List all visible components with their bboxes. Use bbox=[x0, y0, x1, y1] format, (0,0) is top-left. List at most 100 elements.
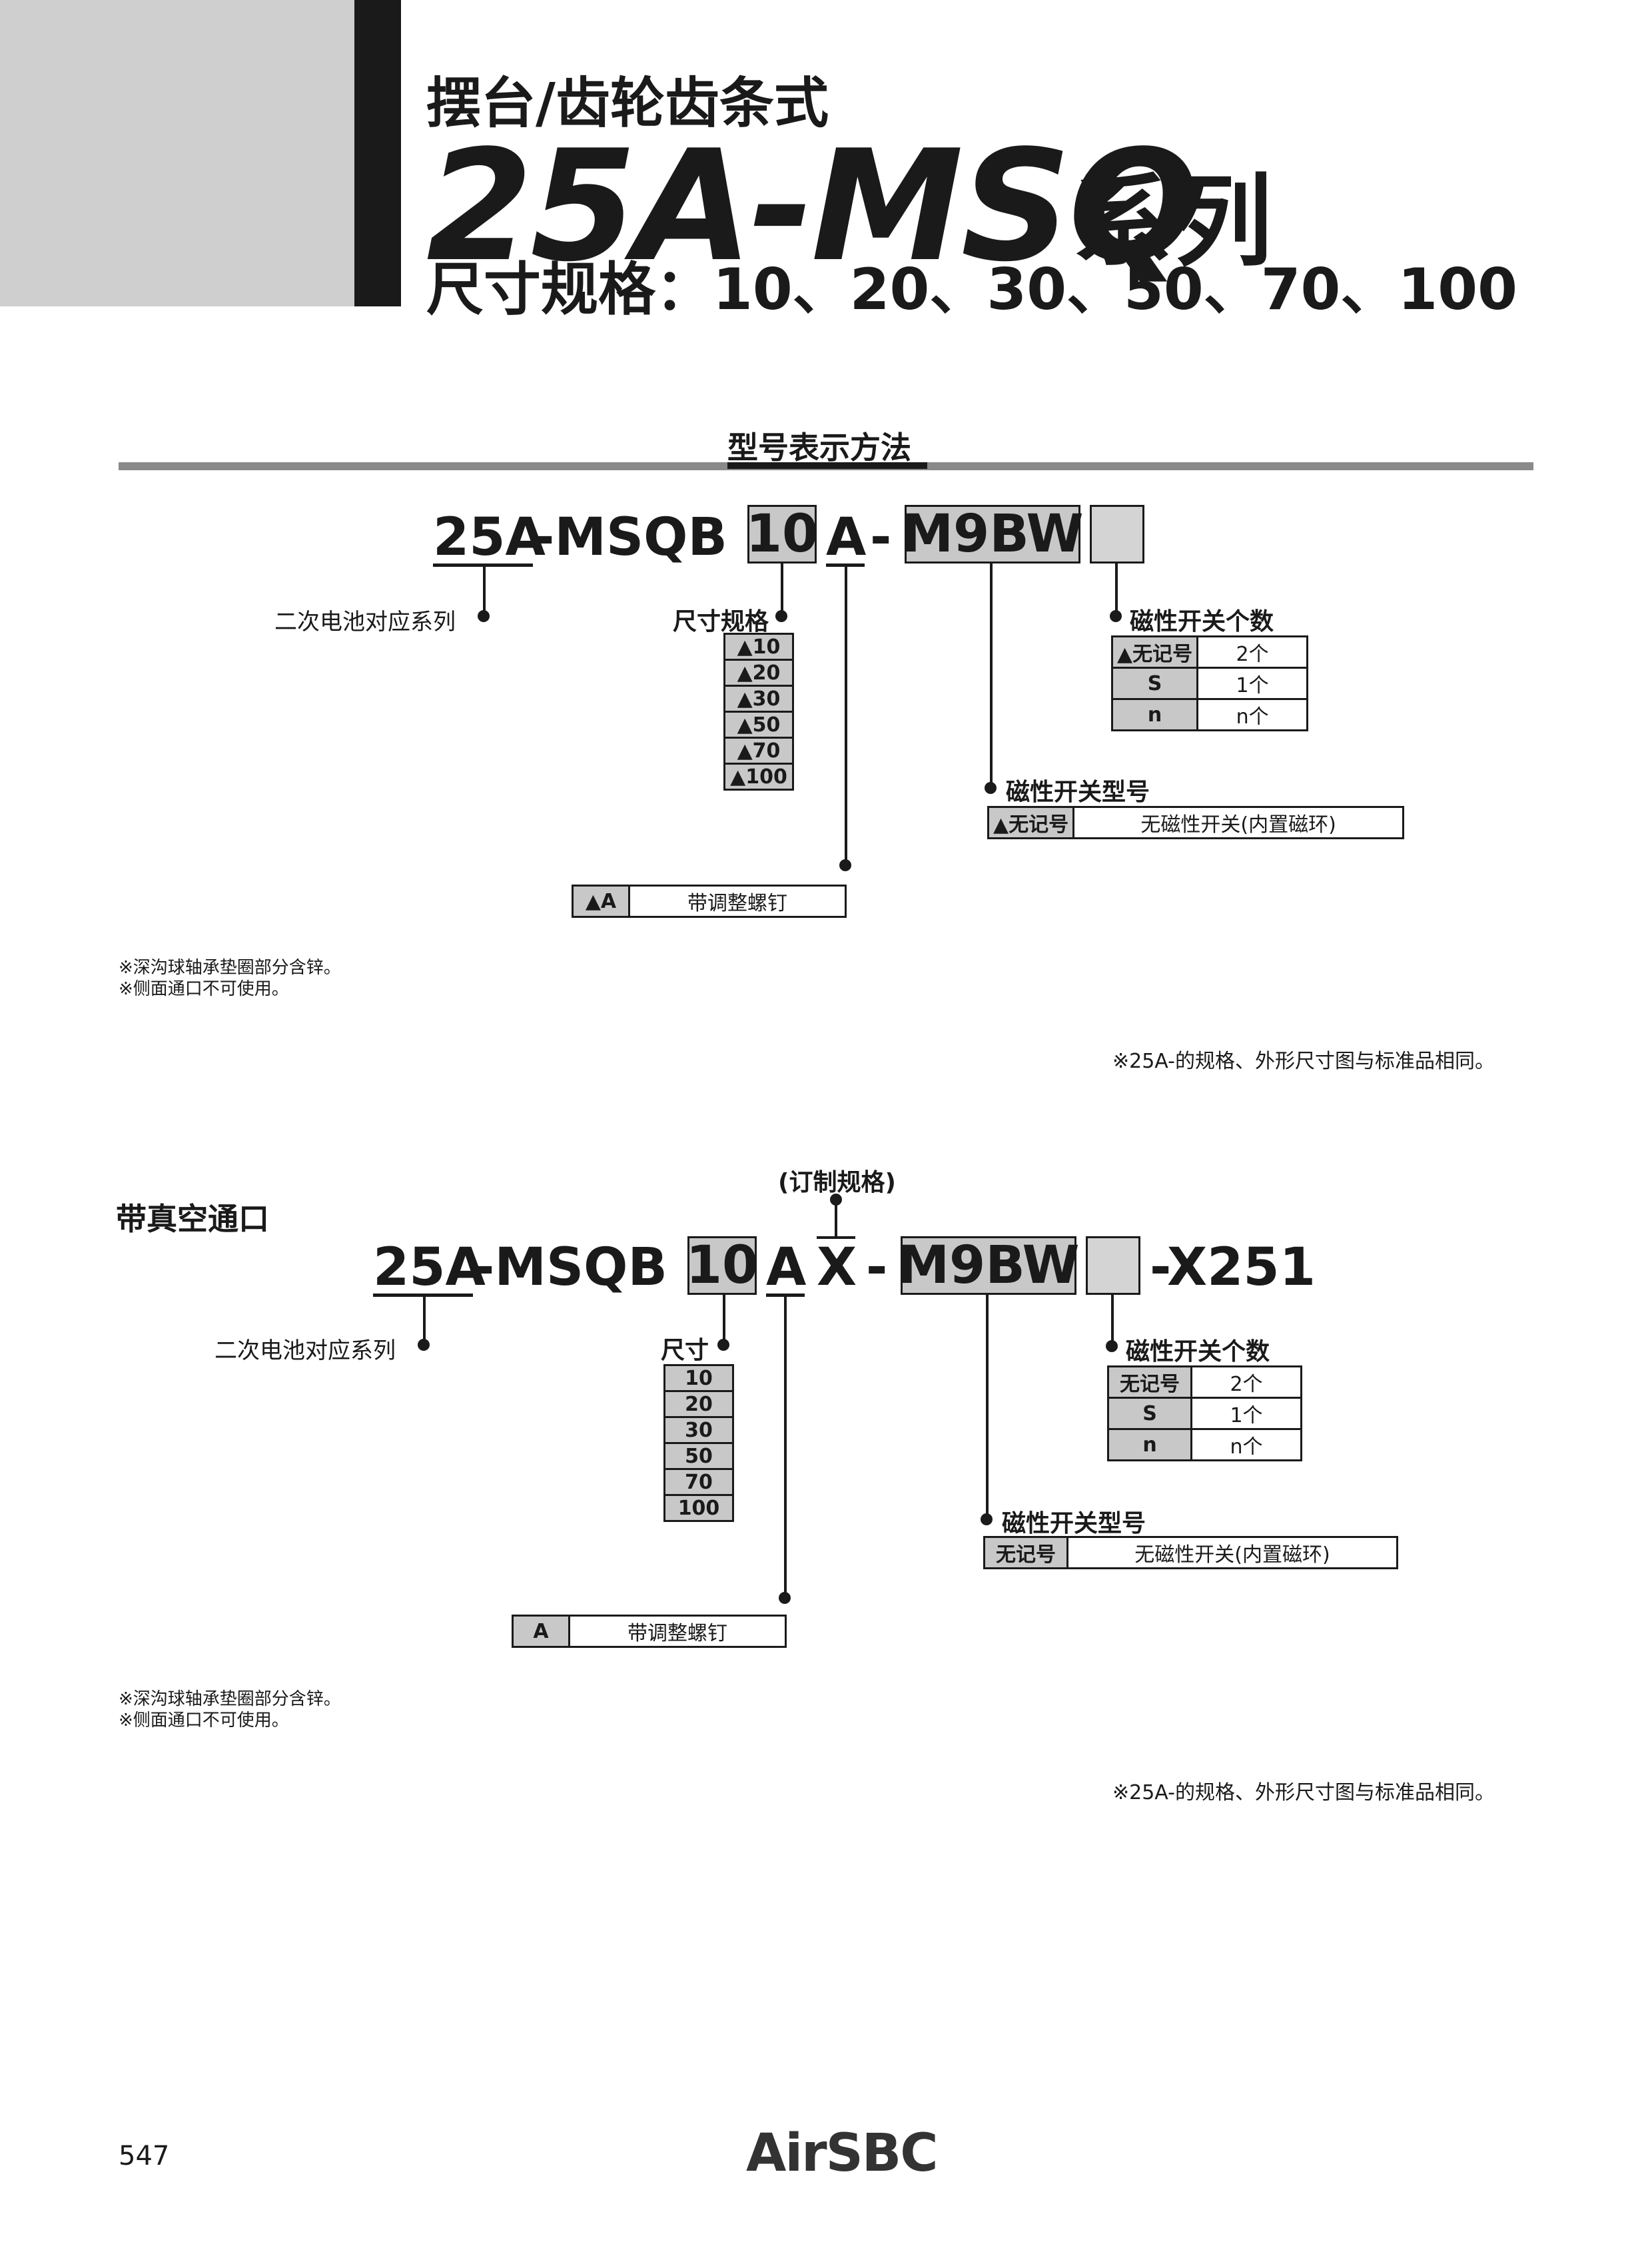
count-box bbox=[1086, 1236, 1140, 1295]
size-dot bbox=[775, 610, 787, 622]
count-label: 磁性开关个数 bbox=[1130, 608, 1274, 635]
count-value: n个 bbox=[1190, 1428, 1302, 1461]
size-label: 尺寸 bbox=[661, 1337, 709, 1364]
size-option: ▲30 bbox=[723, 685, 794, 713]
size-option: 50 bbox=[663, 1442, 734, 1470]
count-key: ▲无记号 bbox=[1110, 635, 1199, 669]
note-side-port: ※侧面通口不可使用。 bbox=[119, 1710, 289, 1730]
header-subtitle: 摆台/齿轮齿条式 bbox=[426, 72, 829, 135]
a-option-key: A bbox=[512, 1615, 570, 1648]
count-key: S bbox=[1107, 1397, 1192, 1430]
a-dot bbox=[839, 859, 851, 871]
count-value: 1个 bbox=[1196, 667, 1309, 700]
code-a: A bbox=[826, 508, 867, 567]
code-a: A bbox=[766, 1238, 807, 1298]
a-line bbox=[784, 1295, 787, 1596]
code-prefix: 25A bbox=[433, 508, 546, 567]
brand-logo: AirSBC bbox=[746, 2123, 938, 2183]
switch-box: M9BW bbox=[897, 1236, 1080, 1296]
series-line bbox=[483, 565, 486, 617]
series-dot bbox=[478, 610, 490, 622]
size-label: 尺寸规格 bbox=[673, 608, 769, 635]
size-option: ▲100 bbox=[723, 763, 794, 791]
page-number: 547 bbox=[119, 2141, 170, 2171]
a-dot bbox=[779, 1592, 791, 1604]
a-option-key: ▲A bbox=[572, 885, 630, 918]
size-option: ▲70 bbox=[723, 737, 794, 765]
count-value: 2个 bbox=[1196, 635, 1309, 669]
count-line bbox=[1115, 563, 1118, 617]
note-side-port: ※侧面通口不可使用。 bbox=[119, 979, 289, 999]
count-line bbox=[1111, 1295, 1114, 1347]
switch-type-value: 无磁性开关(内置磁环) bbox=[1066, 1536, 1398, 1569]
code-body: -MSQB bbox=[533, 508, 727, 567]
count-dot bbox=[1110, 610, 1122, 622]
custom-spec-label: (订制规格) bbox=[778, 1169, 896, 1196]
note-zinc: ※深沟球轴承垫圈部分含锌。 bbox=[119, 958, 341, 978]
right-note: ※25A-的规格、外形尺寸图与标准品相同。 bbox=[1112, 1781, 1495, 1804]
switch-dot bbox=[985, 782, 997, 794]
a-options-table: ▲A 带调整螺钉 bbox=[572, 885, 847, 918]
size-option: ▲50 bbox=[723, 711, 794, 739]
series-dot bbox=[418, 1339, 430, 1351]
a-option-value: 带调整螺钉 bbox=[568, 1615, 787, 1648]
switch-type-key: ▲无记号 bbox=[987, 806, 1075, 839]
switch-type-label: 磁性开关型号 bbox=[1002, 1510, 1146, 1537]
code-x: X bbox=[817, 1238, 857, 1298]
switch-type-table: ▲无记号 无磁性开关(内置磁环) bbox=[987, 806, 1405, 839]
header-black-bar bbox=[354, 0, 401, 306]
size-box: 10 bbox=[685, 1236, 759, 1296]
switch-type-label: 磁性开关型号 bbox=[1006, 779, 1150, 806]
series-label: 二次电池对应系列 bbox=[214, 1337, 396, 1364]
header-gray-block bbox=[0, 0, 354, 306]
count-key: n bbox=[1110, 698, 1199, 731]
size-box: 10 bbox=[745, 504, 819, 564]
code-dash: - bbox=[866, 1238, 888, 1298]
a-options-table: A 带调整螺钉 bbox=[512, 1615, 787, 1648]
code-suffix: -X251 bbox=[1150, 1238, 1316, 1298]
count-key: 无记号 bbox=[1107, 1365, 1192, 1399]
header-series: 系列 bbox=[1072, 165, 1273, 280]
section-title: 型号表示方法 bbox=[727, 430, 911, 466]
size-option: 20 bbox=[663, 1390, 734, 1418]
size-options-table: 10 20 30 50 70 100 bbox=[663, 1364, 734, 1522]
size-line bbox=[781, 563, 783, 617]
count-value: n个 bbox=[1196, 698, 1309, 731]
section2-title: 带真空通口 bbox=[116, 1201, 269, 1237]
switch-box: M9BW bbox=[901, 504, 1084, 564]
switch-line bbox=[990, 563, 993, 787]
header-sizes: 尺寸规格：10、20、30、50、70、100 bbox=[426, 256, 1517, 323]
size-option: ▲20 bbox=[723, 659, 794, 687]
note-zinc: ※深沟球轴承垫圈部分含锌。 bbox=[119, 1689, 341, 1709]
switch-type-key: 无记号 bbox=[983, 1536, 1068, 1569]
switch-line bbox=[986, 1295, 989, 1519]
custom-line bbox=[835, 1199, 837, 1238]
right-note: ※25A-的规格、外形尺寸图与标准品相同。 bbox=[1112, 1050, 1495, 1073]
count-value: 1个 bbox=[1190, 1397, 1302, 1430]
size-option: 10 bbox=[663, 1364, 734, 1392]
switch-dot bbox=[981, 1513, 993, 1525]
code-dash: - bbox=[870, 508, 892, 567]
a-line bbox=[845, 565, 847, 862]
code-prefix: 25A bbox=[373, 1238, 486, 1298]
count-label: 磁性开关个数 bbox=[1126, 1338, 1270, 1365]
code-body: -MSQB bbox=[473, 1238, 667, 1298]
section-title-underline bbox=[727, 462, 927, 469]
switch-type-value: 无磁性开关(内置磁环) bbox=[1072, 806, 1405, 839]
series-line bbox=[423, 1295, 426, 1345]
count-dot bbox=[1106, 1340, 1118, 1352]
size-dot bbox=[717, 1339, 729, 1351]
count-value: 2个 bbox=[1190, 1365, 1302, 1399]
size-line bbox=[723, 1295, 725, 1345]
size-option: ▲10 bbox=[723, 633, 794, 661]
series-label: 二次电池对应系列 bbox=[274, 609, 456, 635]
custom-tick bbox=[817, 1236, 855, 1239]
count-key: n bbox=[1107, 1428, 1192, 1461]
size-option: 100 bbox=[663, 1494, 734, 1522]
size-options-table: ▲10 ▲20 ▲30 ▲50 ▲70 ▲100 bbox=[723, 633, 794, 791]
switch-type-table: 无记号 无磁性开关(内置磁环) bbox=[983, 1536, 1398, 1569]
a-option-value: 带调整螺钉 bbox=[628, 885, 847, 918]
count-key: S bbox=[1110, 667, 1199, 700]
